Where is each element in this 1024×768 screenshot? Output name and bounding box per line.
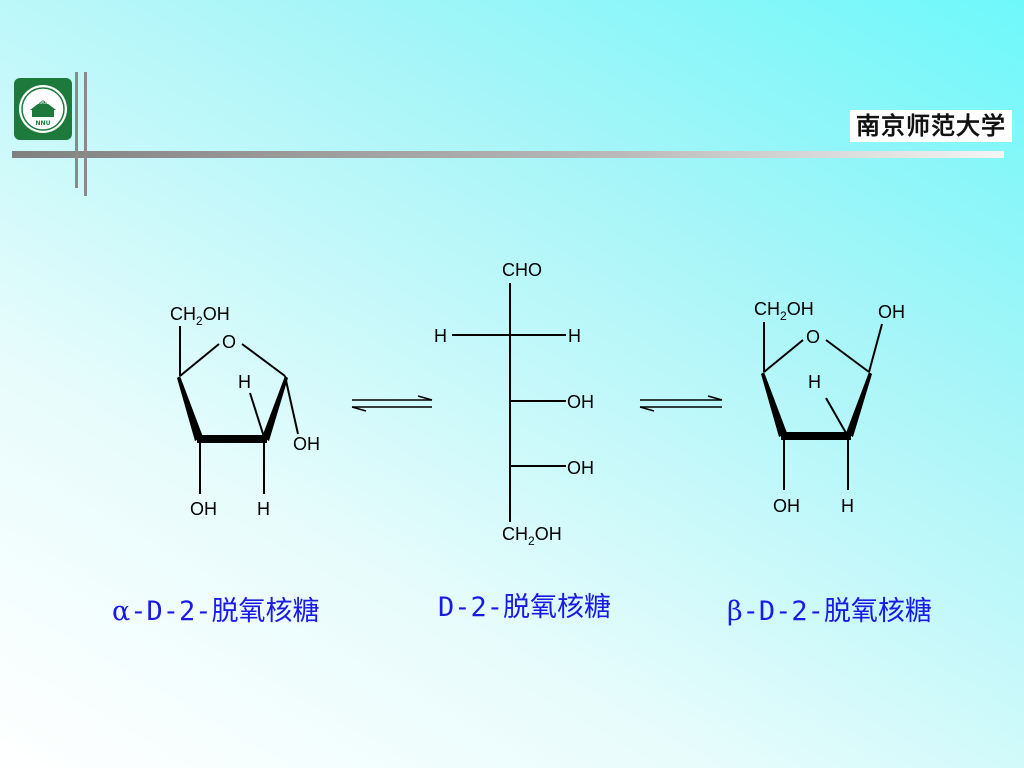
deoxyribose-equilibrium-diagram: CH2OH O H OH OH H CHO H H OH OH CH2OH [170,260,905,548]
alpha-furanose-structure: CH2OH O H OH OH H [170,304,320,519]
header-decoration: 1902 NNU [12,72,1004,196]
open-h-right: H [568,326,581,346]
beta-ch2oh-label: CH2OH [754,299,814,323]
alpha-oh-right: OH [293,434,320,454]
beta-furanose-structure: CH2OH O OH H OH H [754,299,905,516]
caption-open-chain: D-2-脱氧核糖 [438,585,611,624]
alpha-c1-oh-bond [284,375,299,435]
header-vertical-bar-2 [84,72,87,196]
beta-oh-top: OH [878,302,905,322]
header-vertical-bar-1 [75,72,78,188]
right-equilibrium-arrow [639,395,723,412]
open-cho-label: CHO [502,260,542,280]
caption-alpha-text: -D-2-脱氧核糖 [130,596,320,627]
caption-beta-greek: β [727,596,743,627]
alpha-o-c1-bond [241,343,286,377]
open-oh-2: OH [567,458,594,478]
beta-oh-bottom: OH [773,496,800,516]
open-ch2oh-label: CH2OH [502,524,562,548]
alpha-oh-bottom: OH [190,499,217,519]
open-h-left: H [434,326,447,346]
header-divider-line [12,151,1004,158]
caption-beta-text: -D-2-脱氧核糖 [742,596,932,627]
caption-open-text: D-2-脱氧核糖 [438,592,612,623]
beta-c2-c1-wedge [846,372,872,437]
alpha-c4-c3-wedge [177,376,203,441]
fischer-projection-structure: CHO H H OH OH CH2OH [434,260,594,548]
beta-h-bottom: H [841,496,854,516]
caption-alpha-greek: α [112,596,131,627]
beta-c1-oh-bond [868,323,883,373]
caption-beta: β-D-2-脱氧核糖 [727,589,932,628]
beta-c4-c3-wedge [761,372,787,437]
alpha-c2-c1-wedge [262,376,288,441]
alpha-c3-c2-bold-bond [197,435,267,443]
beta-o-c1-bond [825,339,870,373]
seal-year: 1902 [37,100,50,106]
beta-c1-h-bond [825,397,847,434]
beta-h-inner: H [808,372,821,392]
caption-alpha: α-D-2-脱氧核糖 [112,589,320,628]
left-equilibrium-arrow [351,395,433,412]
open-oh-1: OH [567,392,594,412]
alpha-ring-oxygen: O [222,332,236,352]
seal-abbr: NNU [36,120,51,127]
university-seal: 1902 NNU [14,78,72,140]
alpha-h-upper: H [238,372,251,392]
beta-c4-o-bond [763,339,804,373]
alpha-ch2oh-label: CH2OH [170,304,230,328]
alpha-c4-o-bond [179,343,220,377]
beta-c3-c2-bold-bond [781,432,851,440]
alpha-h-bottom: H [257,499,270,519]
university-name-logo: 南京师范大学 [850,110,1012,142]
alpha-c2-h-bond [249,392,265,438]
beta-ring-oxygen: O [806,327,820,347]
